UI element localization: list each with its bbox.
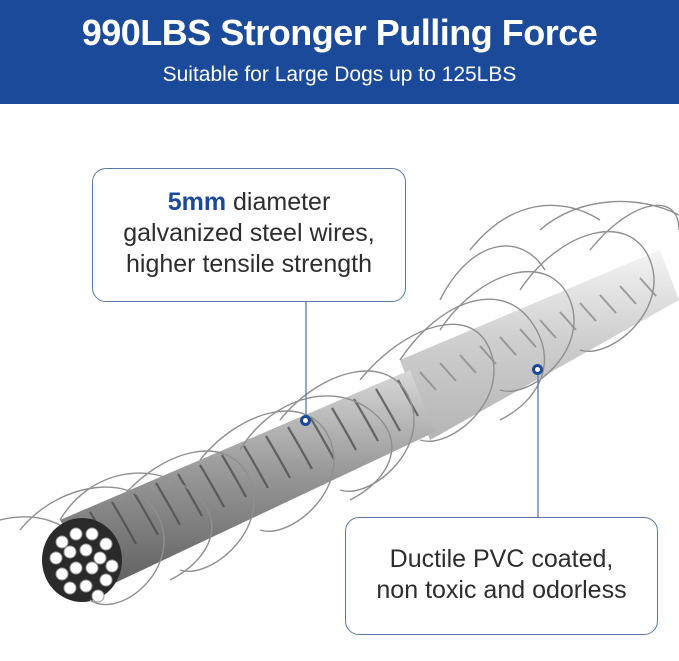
- steel-wire-callout: 5mm diameter galvanized steel wires, hig…: [92, 168, 406, 302]
- pvc-coating-marker: [532, 364, 543, 375]
- diameter-highlight: 5mm: [167, 188, 227, 216]
- cable-illustration: [0, 200, 679, 606]
- outer-spiral-wires: [0, 200, 679, 606]
- steel-wire-line-3: higher tensile strength: [126, 250, 372, 278]
- banner-title: 990LBS Stronger Pulling Force: [81, 12, 598, 53]
- pvc-coating: [400, 250, 679, 440]
- leader-lines: [305, 302, 539, 517]
- pvc-coating-callout: Ductile PVC coated, non toxic and odorle…: [345, 517, 658, 635]
- steel-wire-line-1: 5mm diameter: [93, 187, 405, 218]
- header-banner: 990LBS Stronger Pulling Force Suitable f…: [0, 0, 679, 104]
- banner-subtitle: Suitable for Large Dogs up to 125LBS: [162, 63, 517, 86]
- steel-wire-line-2: galvanized steel wires,: [123, 219, 375, 247]
- cable-end-cross-section: [42, 518, 122, 603]
- diameter-text: diameter: [226, 188, 331, 216]
- steel-core-marker: [300, 415, 311, 426]
- pvc-line-2: non toxic and odorless: [376, 576, 627, 604]
- pvc-line-1: Ductile PVC coated,: [389, 545, 614, 573]
